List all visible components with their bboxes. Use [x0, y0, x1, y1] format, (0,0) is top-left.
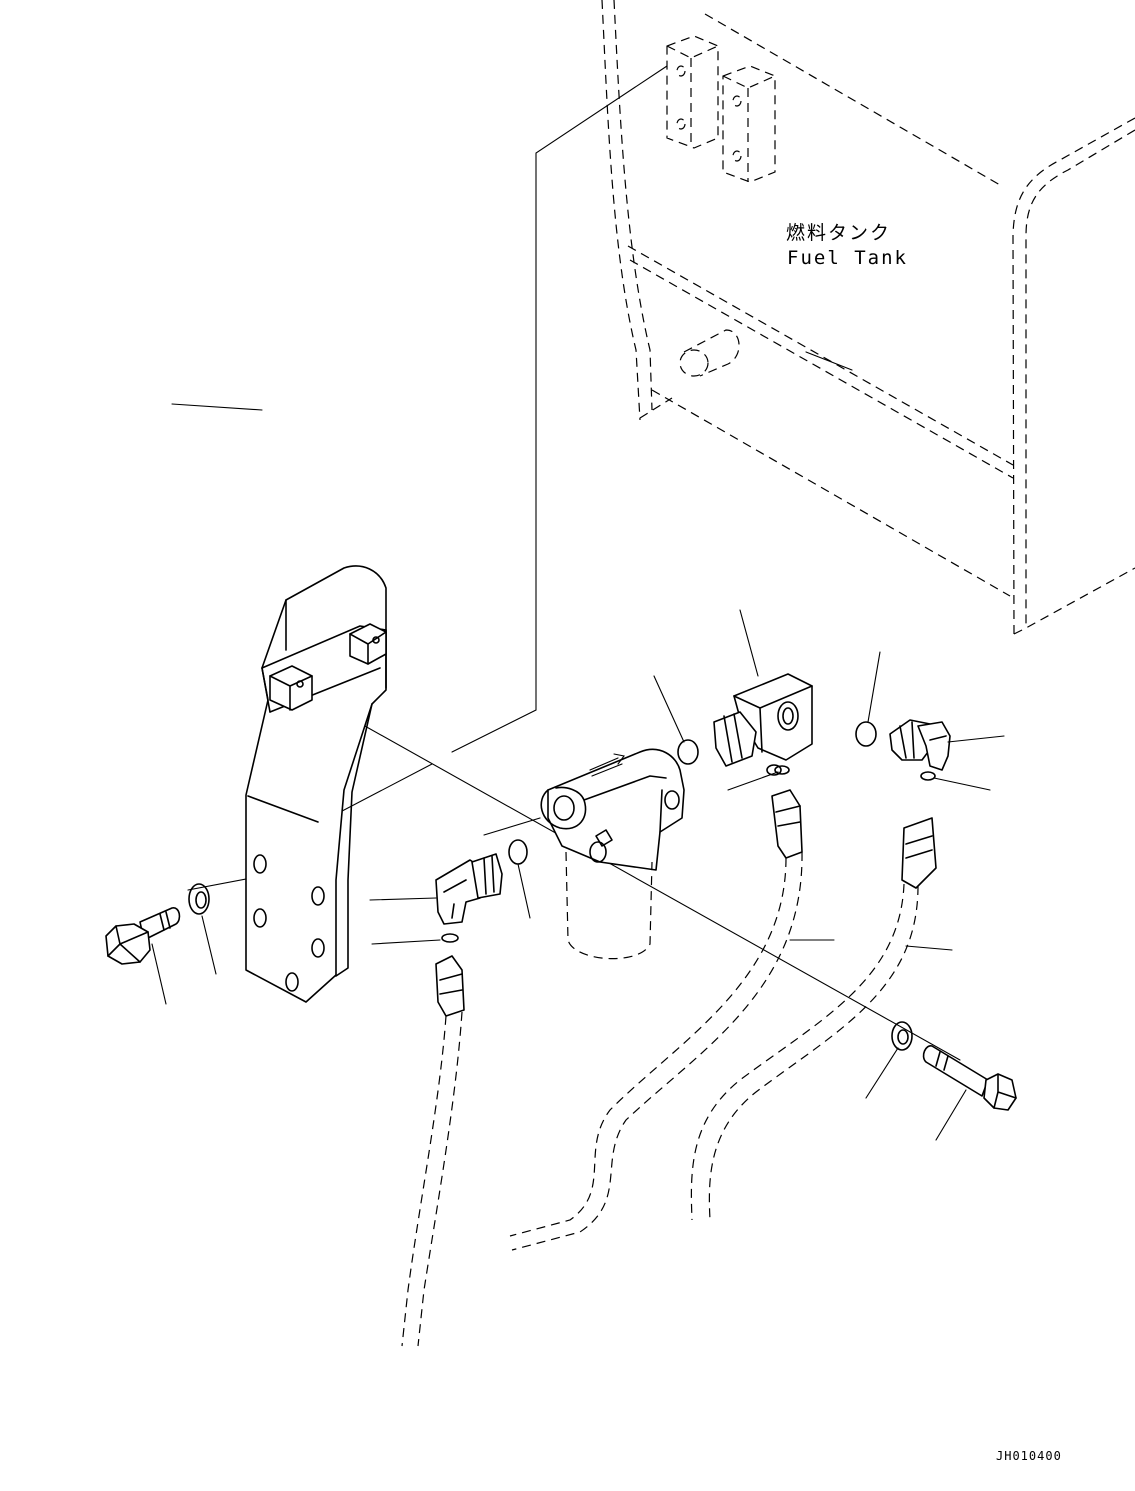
- bolt-right: [922, 1045, 1017, 1111]
- bracket-nut-2: [349, 623, 387, 665]
- o-ring-small-b: [920, 771, 936, 781]
- center-lines: [187, 65, 961, 1061]
- o-ring-upper-left: [677, 739, 699, 765]
- o-ring-small-a: [774, 765, 790, 775]
- bracket-nut-1: [269, 665, 313, 711]
- hose-left: [401, 955, 465, 1347]
- fuel-tank: 燃料タンク Fuel Tank: [601, 0, 1135, 635]
- bolt-left: [105, 907, 181, 965]
- elbow-fitting-left: [435, 853, 503, 943]
- callout-leaders: [151, 403, 1005, 1141]
- filter-head: [540, 748, 685, 960]
- washer-right: [891, 1021, 913, 1051]
- tank-boss: [679, 329, 740, 377]
- elbow-fitting-right: [889, 719, 951, 771]
- fuel-tank-label-jp: 燃料タンク: [786, 222, 891, 244]
- mounting-bracket: [245, 565, 387, 1003]
- mount-block-1: [666, 35, 719, 149]
- hose-middle: [509, 789, 803, 1251]
- o-ring-upper-right: [855, 721, 877, 747]
- mount-block-2: [722, 65, 776, 183]
- drawing-code: JH010400: [996, 1449, 1062, 1463]
- o-ring-filter: [508, 839, 528, 865]
- tee-fitting: [713, 673, 813, 776]
- washer-left: [188, 883, 210, 915]
- fuel-tank-label-en: Fuel Tank: [787, 247, 908, 269]
- hose-right: [690, 817, 937, 1221]
